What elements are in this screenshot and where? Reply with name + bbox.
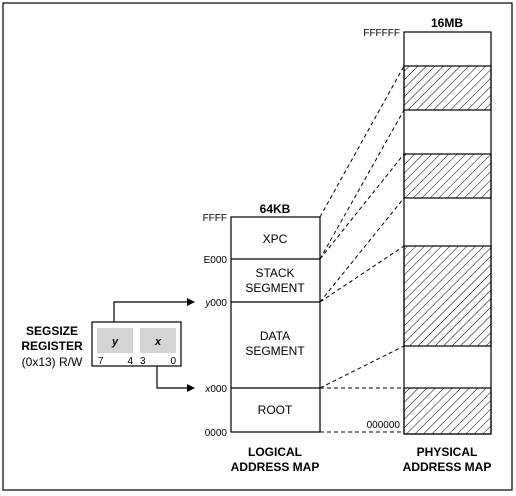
register-bit-0: 0 bbox=[170, 356, 176, 367]
segment-xpc-label: XPC bbox=[263, 232, 288, 246]
register-field-y-label: y bbox=[111, 336, 119, 348]
mapping-lines bbox=[319, 65, 405, 433]
arrow-x-to-x000 bbox=[156, 366, 195, 392]
segment-data-label-line1: DATA bbox=[260, 329, 290, 343]
register-bit-7: 7 bbox=[98, 356, 104, 367]
register-bit-3: 3 bbox=[140, 356, 146, 367]
physical-bottom-address: 000000 bbox=[367, 420, 401, 431]
logical-address-x000: x000 bbox=[204, 384, 227, 395]
map-line-xpc-bottom bbox=[319, 109, 405, 260]
physical-block-root bbox=[403, 387, 492, 435]
physical-address-map: 16MB FFFFFF 000000 PHYSICAL ADDRESS MAP bbox=[363, 16, 492, 474]
register-field-x bbox=[140, 328, 176, 353]
segment-stack-label-line1: STACK bbox=[255, 266, 294, 280]
segment-stack-label-line2: SEGMENT bbox=[245, 281, 305, 295]
logical-address-y000: y000 bbox=[204, 298, 227, 309]
map-line-xpc-top bbox=[319, 65, 405, 218]
segsize-register: SEGSIZE REGISTER (0x13) R/W y x 7 4 3 0 bbox=[21, 298, 195, 392]
logical-address-map: 64KB XPC STACK SEGMENT DATA SEGMENT ROOT… bbox=[203, 202, 321, 474]
outer-frame bbox=[2, 2, 513, 491]
register-field-y bbox=[97, 328, 133, 353]
register-title-line2: REGISTER bbox=[21, 339, 83, 353]
logical-size-label: 64KB bbox=[260, 202, 291, 216]
logical-address-e000: E000 bbox=[204, 255, 228, 266]
register-subtitle: (0x13) R/W bbox=[22, 355, 83, 369]
logical-address-ffff: FFFF bbox=[203, 213, 227, 224]
physical-size-label: 16MB bbox=[431, 16, 463, 30]
physical-block-xpc bbox=[403, 65, 492, 111]
register-title-line1: SEGSIZE bbox=[26, 324, 78, 338]
arrow-y-to-y000 bbox=[113, 298, 195, 322]
map-line-data-bottom bbox=[319, 345, 405, 389]
register-bit-4: 4 bbox=[127, 356, 133, 367]
logical-map-outline bbox=[230, 216, 321, 433]
logical-caption-line1: LOGICAL bbox=[248, 445, 302, 459]
physical-caption-line1: PHYSICAL bbox=[417, 445, 478, 459]
map-line-data-top bbox=[319, 245, 405, 303]
physical-top-address: FFFFFF bbox=[363, 28, 400, 39]
register-field-x-label: x bbox=[154, 336, 162, 348]
segment-data-label-line2: SEGMENT bbox=[245, 344, 305, 358]
physical-block-data bbox=[403, 245, 492, 347]
segment-root-label: ROOT bbox=[258, 403, 293, 417]
map-line-stack-bottom bbox=[319, 197, 405, 303]
physical-block-stack bbox=[403, 153, 492, 199]
logical-caption-line2: ADDRESS MAP bbox=[231, 460, 320, 474]
logical-address-zero: 0000 bbox=[205, 428, 228, 439]
map-line-stack-top bbox=[319, 153, 405, 260]
physical-caption-line2: ADDRESS MAP bbox=[403, 460, 492, 474]
